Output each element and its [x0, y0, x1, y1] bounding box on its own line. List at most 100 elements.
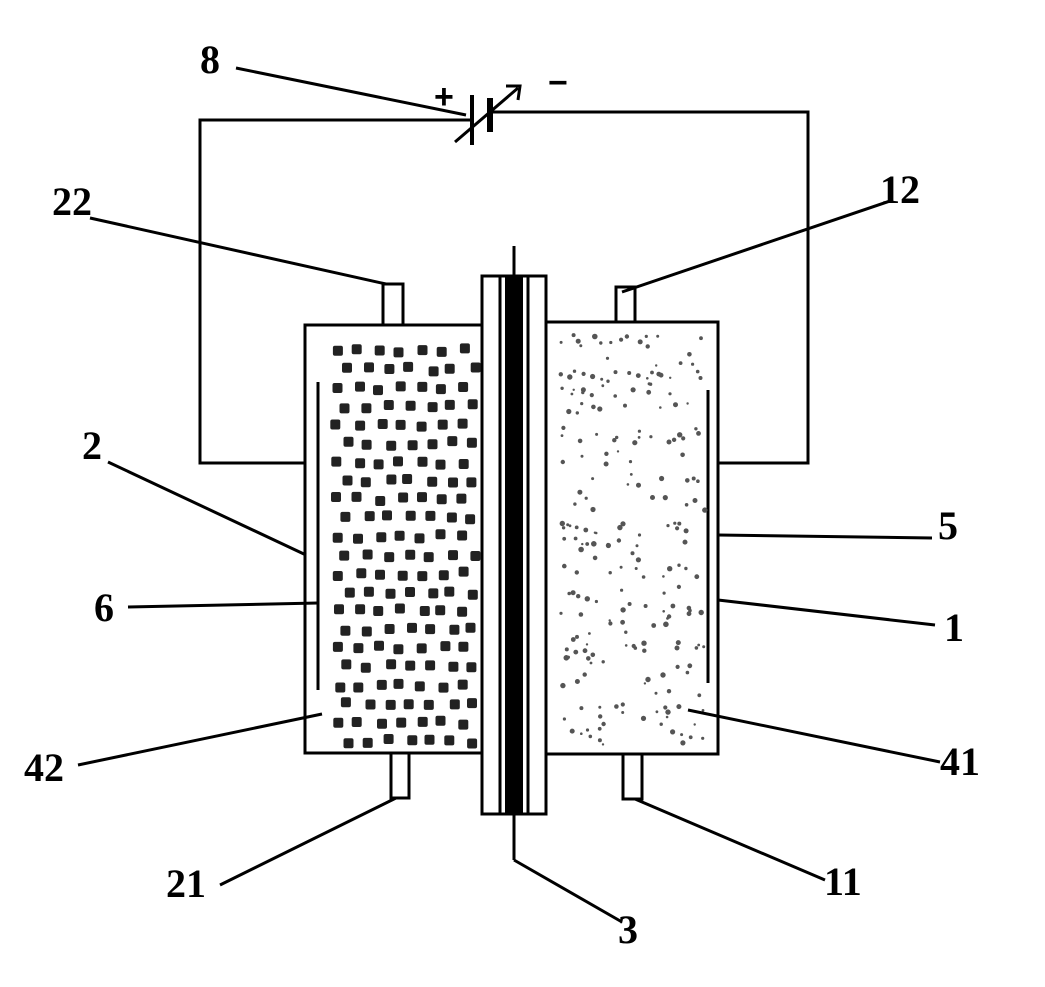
catholyte-particle — [655, 364, 658, 367]
anolyte-particle — [340, 625, 351, 636]
anolyte-particle — [448, 661, 459, 672]
catholyte-particle — [591, 477, 595, 481]
catholyte-particle — [573, 649, 579, 655]
catholyte-particle — [585, 643, 589, 646]
catholyte-particle — [585, 542, 590, 546]
catholyte-particle — [680, 740, 686, 746]
anolyte-particle — [374, 640, 384, 651]
catholyte-particle — [673, 521, 677, 525]
anolyte-particle — [425, 624, 436, 635]
catholyte-particle — [615, 435, 619, 440]
catholyte-particle — [613, 394, 617, 398]
catholyte-particle — [623, 403, 627, 408]
catholyte-particle — [654, 691, 658, 695]
catholyte-particle — [635, 544, 639, 548]
catholyte-particle — [605, 356, 610, 360]
anolyte-particle — [394, 603, 405, 614]
anolyte-particle — [377, 718, 387, 729]
catholyte-particle — [646, 377, 649, 380]
catholyte-particle — [580, 402, 584, 406]
catholyte-particle — [684, 566, 688, 571]
catholyte-particle — [577, 489, 583, 495]
anolyte-particle — [467, 399, 478, 410]
label-anolyte: 42 — [24, 745, 64, 790]
catholyte-particle — [698, 609, 704, 616]
cathode-chamber-body — [544, 320, 720, 756]
catholyte-particle — [637, 436, 641, 439]
catholyte-particle — [584, 596, 590, 602]
catholyte-particle — [588, 734, 593, 739]
anolyte-particle — [377, 419, 388, 429]
catholyte-particle — [586, 656, 591, 661]
catholyte-particle — [575, 411, 579, 415]
anolyte-particle — [444, 363, 455, 374]
catholyte-particle — [651, 623, 657, 628]
leader-12 — [621, 198, 894, 294]
anolyte-particle — [332, 641, 343, 652]
catholyte-particle — [620, 607, 626, 613]
catholyte-particle — [662, 575, 665, 578]
anolyte-particle — [393, 347, 404, 358]
catholyte-particle — [675, 526, 680, 531]
anolyte-particle — [361, 403, 372, 414]
catholyte-particle — [635, 373, 641, 378]
catholyte-particle — [691, 362, 695, 366]
anolyte-particle — [457, 679, 468, 690]
anolyte-particle — [343, 436, 354, 447]
catholyte-particle — [613, 370, 618, 375]
catholyte-particle — [559, 520, 565, 527]
anolyte-particle — [405, 587, 415, 597]
catholyte-particle — [560, 682, 566, 689]
catholyte-particle — [644, 334, 648, 338]
anolyte-particle — [364, 362, 374, 373]
catholyte-particle — [630, 551, 635, 556]
catholyte-particle — [605, 542, 612, 549]
anolyte-particle — [340, 511, 351, 522]
anolyte-particle — [355, 604, 366, 615]
catholyte-particle — [575, 634, 579, 639]
anolyte-particle — [465, 514, 476, 525]
catholyte-particle — [627, 371, 632, 375]
catholyte-particle — [659, 475, 665, 482]
catholyte-particle — [681, 436, 686, 441]
catholyte-particle — [650, 495, 655, 500]
anolyte-particle — [438, 682, 449, 693]
catholyte-particle — [624, 630, 628, 634]
catholyte-particle — [577, 438, 583, 444]
label-cathode: 5 — [938, 503, 958, 548]
catholyte-particle — [686, 611, 692, 617]
catholyte-particle — [641, 575, 646, 579]
anolyte-particle — [470, 551, 481, 561]
catholyte-particle — [659, 722, 663, 726]
anolyte-particle — [435, 384, 446, 395]
catholyte-particle — [566, 523, 570, 527]
catholyte-particle — [697, 693, 702, 698]
anolyte-particle — [428, 588, 439, 599]
catholyte-particle — [620, 588, 624, 592]
catholyte-particle — [566, 408, 572, 415]
catholyte-particle — [645, 676, 651, 683]
anolyte-particle — [466, 662, 477, 673]
catholyte-particle — [573, 536, 578, 541]
catholyte-particle — [663, 621, 669, 628]
catholyte-particle — [600, 377, 604, 381]
catholyte-particle — [701, 736, 705, 740]
anolyte-particle — [331, 492, 341, 502]
catholyte-particle — [696, 479, 700, 484]
catholyte-particle — [673, 402, 678, 408]
catholyte-particle — [694, 646, 699, 650]
anolyte-particle — [361, 439, 372, 450]
anolyte-particle — [467, 589, 478, 600]
catholyte-particle — [608, 571, 612, 575]
anolyte-particle — [362, 549, 373, 560]
anolyte-particle — [342, 475, 353, 486]
catholyte-particle — [588, 632, 591, 635]
anolyte-particle — [417, 571, 428, 582]
catholyte-particle — [678, 361, 683, 365]
catholyte-particle — [691, 476, 696, 481]
catholyte-particle — [624, 334, 630, 339]
anolyte-particle — [435, 529, 446, 540]
catholyte-particle — [560, 459, 565, 465]
catholyte-particle — [614, 704, 619, 709]
